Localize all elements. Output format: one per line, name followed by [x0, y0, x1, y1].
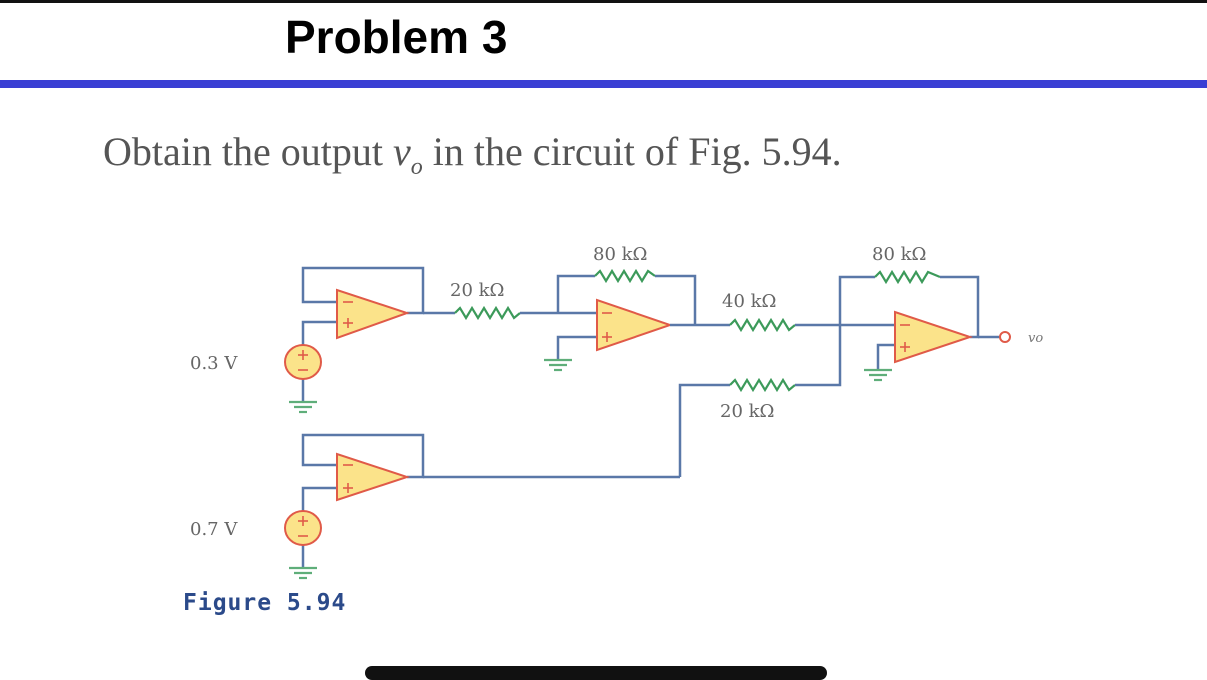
summing-opamp-2 [894, 310, 974, 364]
resistor-20k-label: 20 kΩ [450, 280, 504, 301]
top-edge-bar [0, 0, 1207, 3]
resistor-80k-fb2 [874, 269, 941, 285]
title-underline [0, 80, 1207, 88]
buffer-opamp-2 [301, 433, 680, 568]
ground-icon [544, 358, 572, 372]
home-indicator[interactable] [365, 666, 827, 680]
output-terminal [999, 331, 1011, 343]
resistor-20k-lower-label: 20 kΩ [720, 401, 774, 422]
resistor-20k-in [454, 305, 521, 321]
prompt-subscript: o [410, 154, 423, 180]
voltage-source-1: 0.3 V [190, 344, 322, 380]
slide-title: Problem 3 [285, 11, 508, 63]
problem-statement: Obtain the output vo in the circuit of F… [103, 128, 842, 181]
prompt-text: Obtain the output [103, 129, 393, 174]
summing-opamp-1 [596, 298, 674, 352]
prompt-variable: v [392, 129, 411, 174]
output-label: vo [1028, 331, 1043, 346]
source-2-label: 0.7 V [190, 519, 238, 540]
buffer-opamp-1 [301, 266, 425, 402]
ground-icon [289, 400, 317, 414]
prompt-text-end: in the circuit of Fig. 5.94. [422, 129, 842, 174]
ground-icon [289, 566, 317, 580]
voltage-source-2: 0.7 V [190, 510, 322, 546]
source-1-label: 0.3 V [190, 353, 238, 374]
resistor-40k [729, 317, 796, 333]
resistor-80k-label-2: 80 kΩ [872, 244, 926, 265]
resistor-80k-fb1 [594, 268, 656, 284]
figure-caption: Figure 5.94 [183, 590, 347, 616]
resistor-20k-lower [729, 377, 796, 393]
ground-icon [864, 368, 892, 382]
resistor-80k-label-1: 80 kΩ [593, 244, 647, 265]
resistor-40k-label: 40 kΩ [722, 291, 776, 312]
